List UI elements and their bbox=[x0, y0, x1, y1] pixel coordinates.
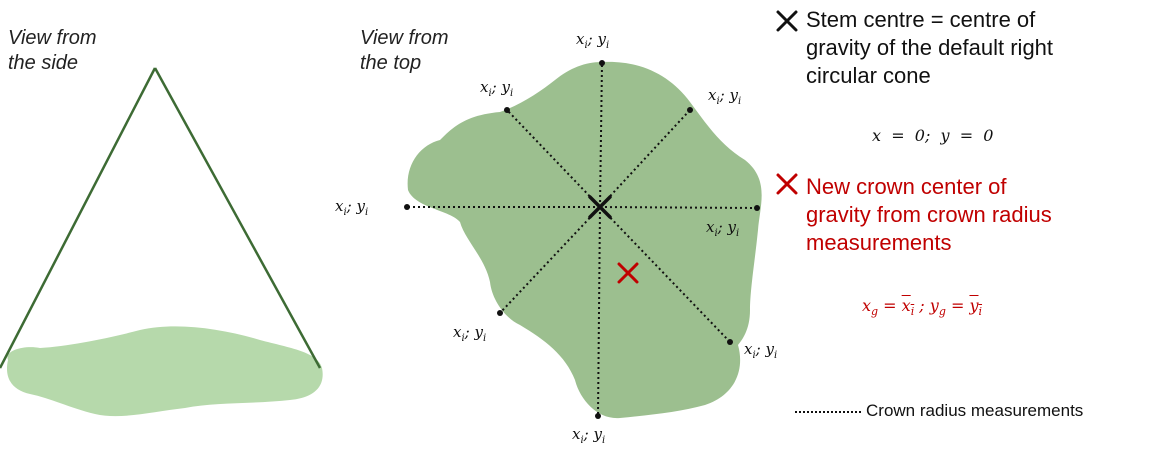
crown-legend-text: New crown center of gravity from crown r… bbox=[806, 173, 1052, 257]
crown-centre-mark bbox=[617, 262, 639, 284]
cone-right-edge bbox=[153, 67, 322, 369]
point-e bbox=[754, 205, 760, 211]
crown-legend-line3: measurements bbox=[806, 230, 952, 255]
top-view-label-line1: View from bbox=[360, 27, 449, 49]
cone-left-edge bbox=[0, 67, 157, 369]
crown-shadow bbox=[6, 326, 323, 417]
side-view-label: View from the side bbox=[8, 26, 97, 76]
radius-line-se bbox=[599, 206, 731, 343]
stem-centre-mark bbox=[588, 195, 612, 219]
measurement-points bbox=[404, 60, 760, 419]
point-n bbox=[599, 60, 605, 66]
top-view-label-line2: the top bbox=[360, 52, 422, 74]
side-view-label-line1: View from bbox=[8, 27, 97, 49]
top-view-label: View from the top bbox=[360, 26, 449, 76]
crown-legend-line2: gravity from crown radius bbox=[806, 202, 1052, 227]
coord-label-se: xi; yi bbox=[744, 340, 778, 361]
point-s bbox=[595, 413, 601, 419]
crown-legend-icon bbox=[776, 173, 798, 195]
stem-legend-line3: circular cone bbox=[806, 63, 931, 88]
radius-line-nw bbox=[506, 109, 601, 208]
stem-formula: x = 0; y = 0 bbox=[872, 126, 994, 145]
point-nw bbox=[504, 107, 510, 113]
crown-formula: xg = xi ; yg = yi bbox=[862, 296, 983, 319]
coord-label-e: xi; yi bbox=[706, 218, 740, 239]
radius-lines bbox=[407, 62, 758, 417]
stem-legend-line2: gravity of the default right bbox=[806, 35, 1054, 60]
stem-legend-text: Stem centre = centre of gravity of the d… bbox=[806, 6, 1053, 90]
stem-legend-icon bbox=[776, 10, 798, 32]
radius-line-e bbox=[599, 206, 758, 209]
stem-legend-line1: Stem centre = centre of bbox=[806, 7, 1036, 32]
coord-label-nw: xi; yi bbox=[480, 78, 514, 99]
point-w bbox=[404, 204, 410, 210]
radius-line-sw bbox=[499, 206, 601, 314]
crown-legend-line1: New crown center of bbox=[806, 174, 1007, 199]
coord-label-sw: xi; yi bbox=[453, 323, 487, 344]
coord-label-s: xi; yi bbox=[572, 425, 606, 446]
radius-line-ne bbox=[599, 109, 691, 208]
point-ne bbox=[687, 107, 693, 113]
coord-label-n: xi; yi bbox=[576, 30, 610, 51]
crown-projection bbox=[407, 61, 762, 419]
radius-legend-text: Crown radius measurements bbox=[866, 401, 1084, 420]
coord-label-ne: xi; yi bbox=[708, 86, 742, 107]
radius-line-n bbox=[599, 62, 603, 208]
point-se bbox=[727, 339, 733, 345]
side-view-label-line2: the side bbox=[8, 52, 79, 74]
coord-label-w: xi; yi bbox=[335, 197, 369, 218]
point-sw bbox=[497, 310, 503, 316]
